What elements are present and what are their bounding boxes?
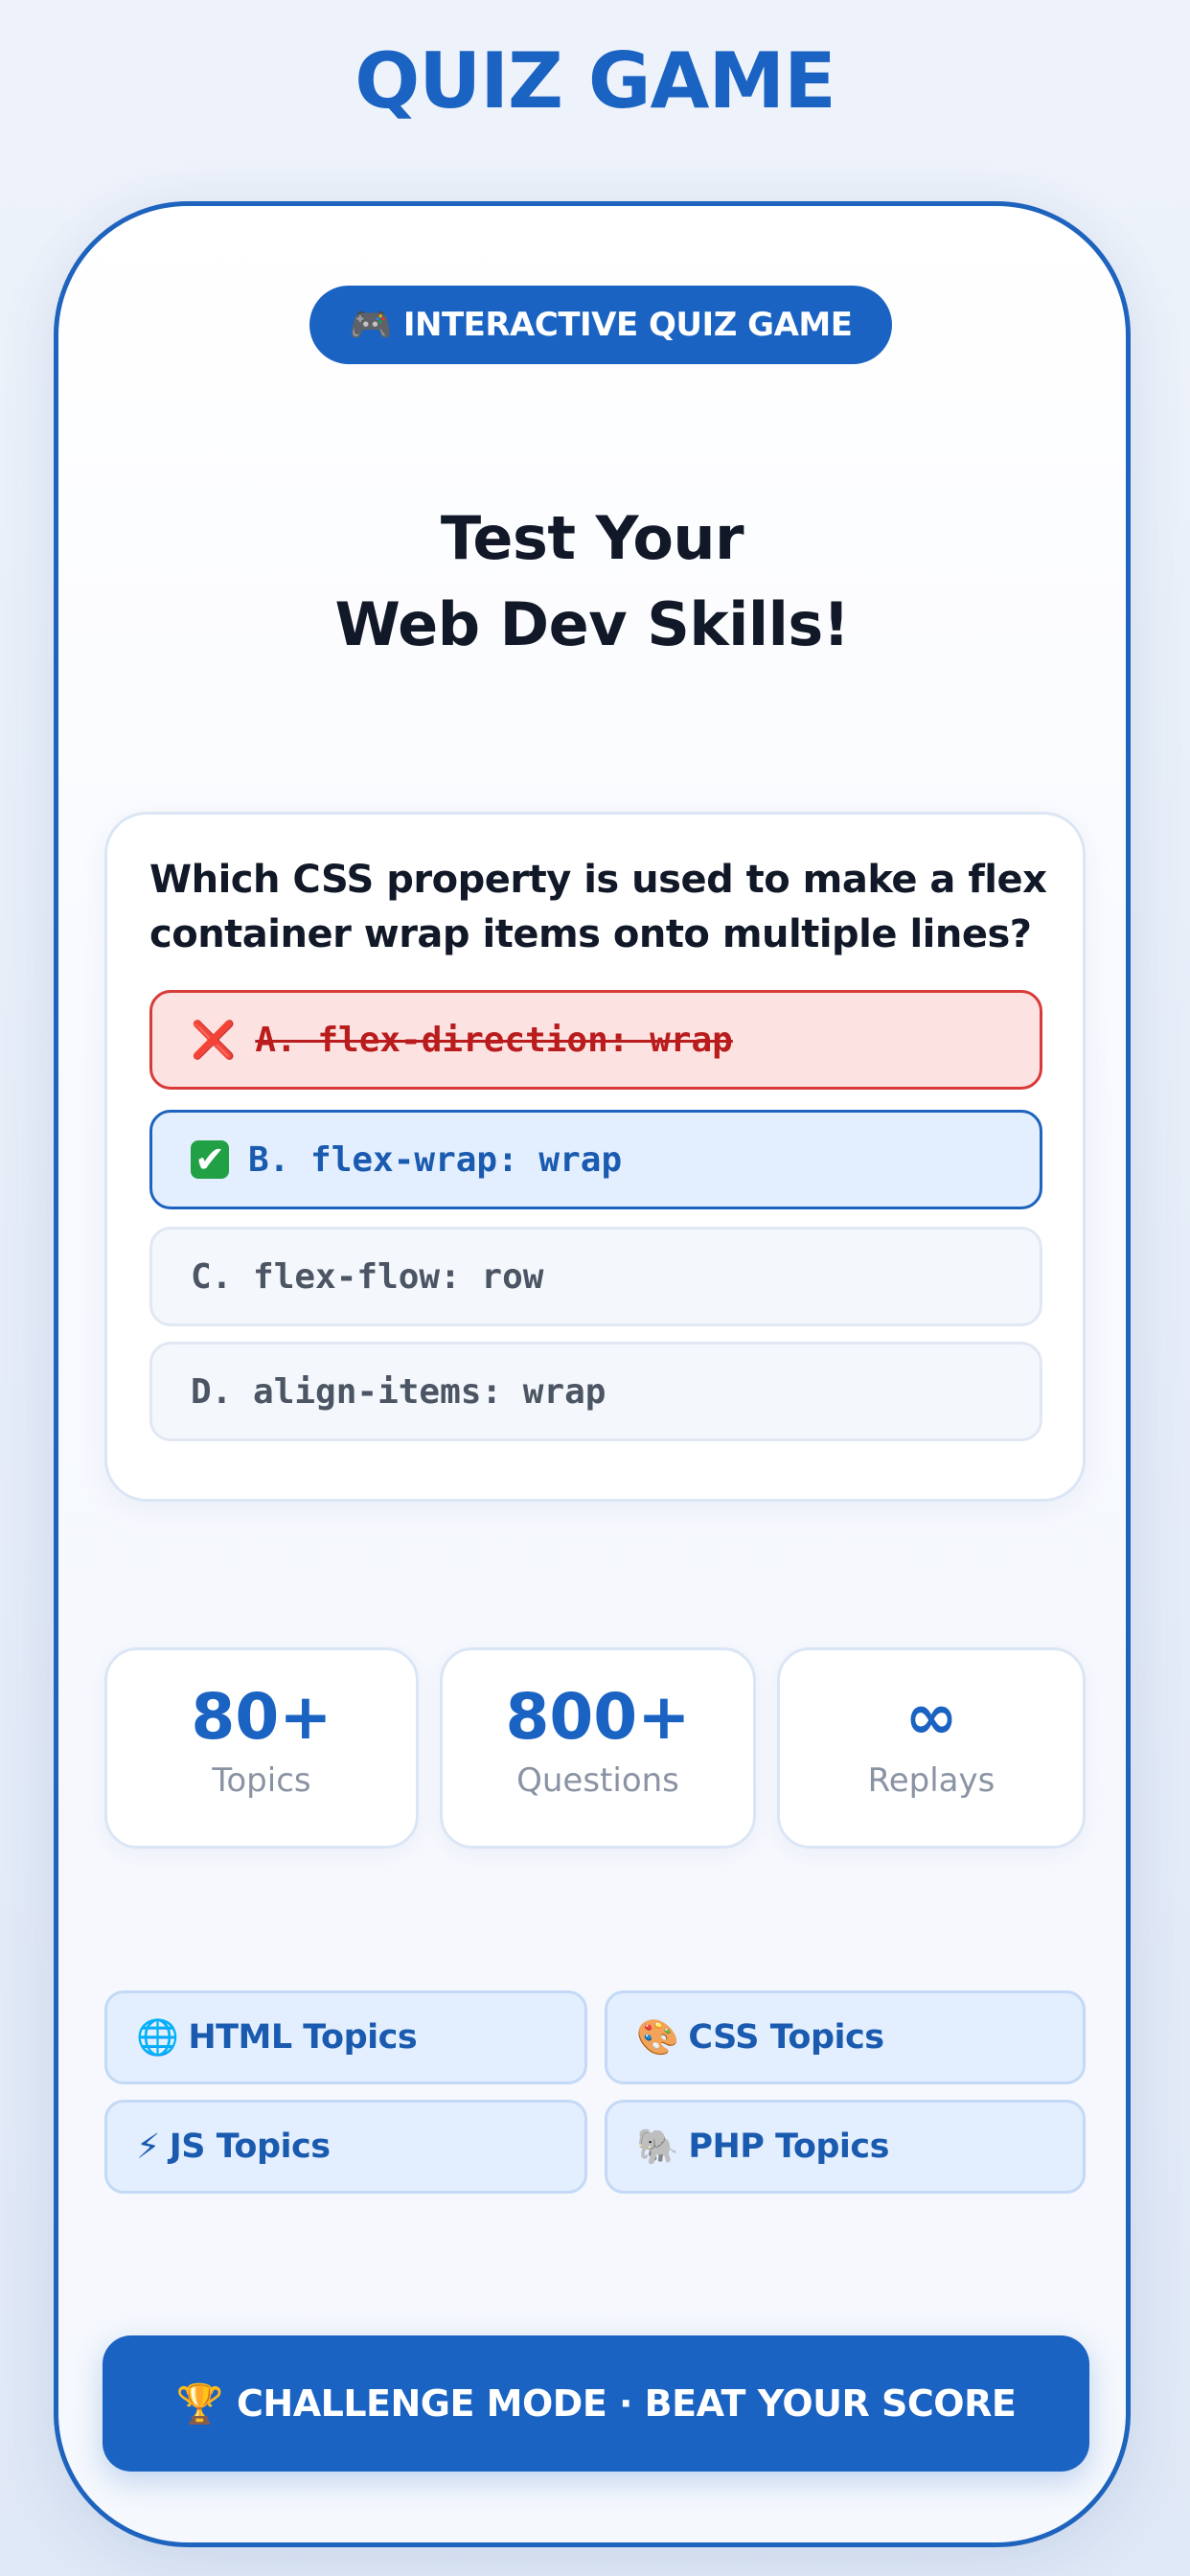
challenge-mode-label: CHALLENGE MODE · BEAT YOUR SCORE	[237, 2382, 1017, 2425]
interactive-quiz-badge: 🎮 INTERACTIVE QUIZ GAME	[309, 286, 892, 364]
stat-value: 80+	[191, 1680, 332, 1754]
stat-value: 800+	[505, 1680, 691, 1754]
stat-card-topics: 80+ Topics	[104, 1647, 419, 1849]
stat-card-questions: 800+ Questions	[440, 1647, 756, 1849]
topic-label: HTML Topics	[188, 2018, 418, 2057]
trophy-icon: 🏆	[175, 2381, 224, 2426]
challenge-mode-button[interactable]: 🏆 CHALLENGE MODE · BEAT YOUR SCORE	[103, 2335, 1089, 2472]
answer-option-b-label: B. flex-wrap: wrap	[248, 1139, 623, 1180]
quiz-question: Which CSS property is used to make a fle…	[149, 858, 1047, 956]
topic-button-css[interactable]: 🎨 CSS Topics	[605, 1990, 1086, 2084]
answer-option-c-label: C. flex-flow: row	[191, 1256, 544, 1297]
topic-button-php[interactable]: 🐘 PHP Topics	[605, 2100, 1086, 2194]
answer-option-a[interactable]: ❌ A. flex-direction: wrap	[149, 990, 1042, 1090]
answer-option-d[interactable]: D. align-items: wrap	[149, 1342, 1042, 1441]
lightning-icon: ⚡	[136, 2127, 160, 2167]
palette-icon: 🎨	[636, 2018, 679, 2058]
stat-value: ∞	[904, 1680, 958, 1754]
answer-option-c[interactable]: C. flex-flow: row	[149, 1227, 1042, 1326]
globe-icon: 🌐	[136, 2018, 179, 2058]
game-controller-icon: 🎮	[349, 306, 393, 345]
headline-line-2: Web Dev Skills!	[334, 589, 850, 659]
answer-option-d-label: D. align-items: wrap	[191, 1371, 606, 1412]
topic-label: PHP Topics	[688, 2128, 890, 2166]
stat-card-replays: ∞ Replays	[777, 1647, 1086, 1849]
headline: Test Your Web Dev Skills!	[58, 495, 1126, 668]
elephant-icon: 🐘	[636, 2128, 679, 2167]
headline-line-1: Test Your	[440, 503, 744, 573]
topic-label: CSS Topics	[688, 2018, 884, 2057]
cross-icon: ❌	[191, 1018, 237, 1061]
page-title: QUIZ GAME	[355, 36, 835, 126]
topic-label: JS Topics	[169, 2128, 331, 2166]
stat-label: Topics	[212, 1761, 311, 1800]
stat-label: Questions	[516, 1761, 679, 1800]
topic-button-html[interactable]: 🌐 HTML Topics	[104, 1990, 587, 2084]
phone-frame: 🎮 INTERACTIVE QUIZ GAME Test Your Web De…	[54, 201, 1131, 2547]
topic-button-js[interactable]: ⚡ JS Topics	[104, 2100, 587, 2194]
answer-option-a-label: A. flex-direction: wrap	[255, 1020, 733, 1060]
quiz-card: Which CSS property is used to make a fle…	[104, 812, 1086, 1502]
answer-option-b[interactable]: ✔ B. flex-wrap: wrap	[149, 1110, 1042, 1209]
stat-label: Replays	[867, 1761, 995, 1800]
check-icon: ✔	[191, 1138, 229, 1181]
badge-label: INTERACTIVE QUIZ GAME	[402, 306, 853, 344]
